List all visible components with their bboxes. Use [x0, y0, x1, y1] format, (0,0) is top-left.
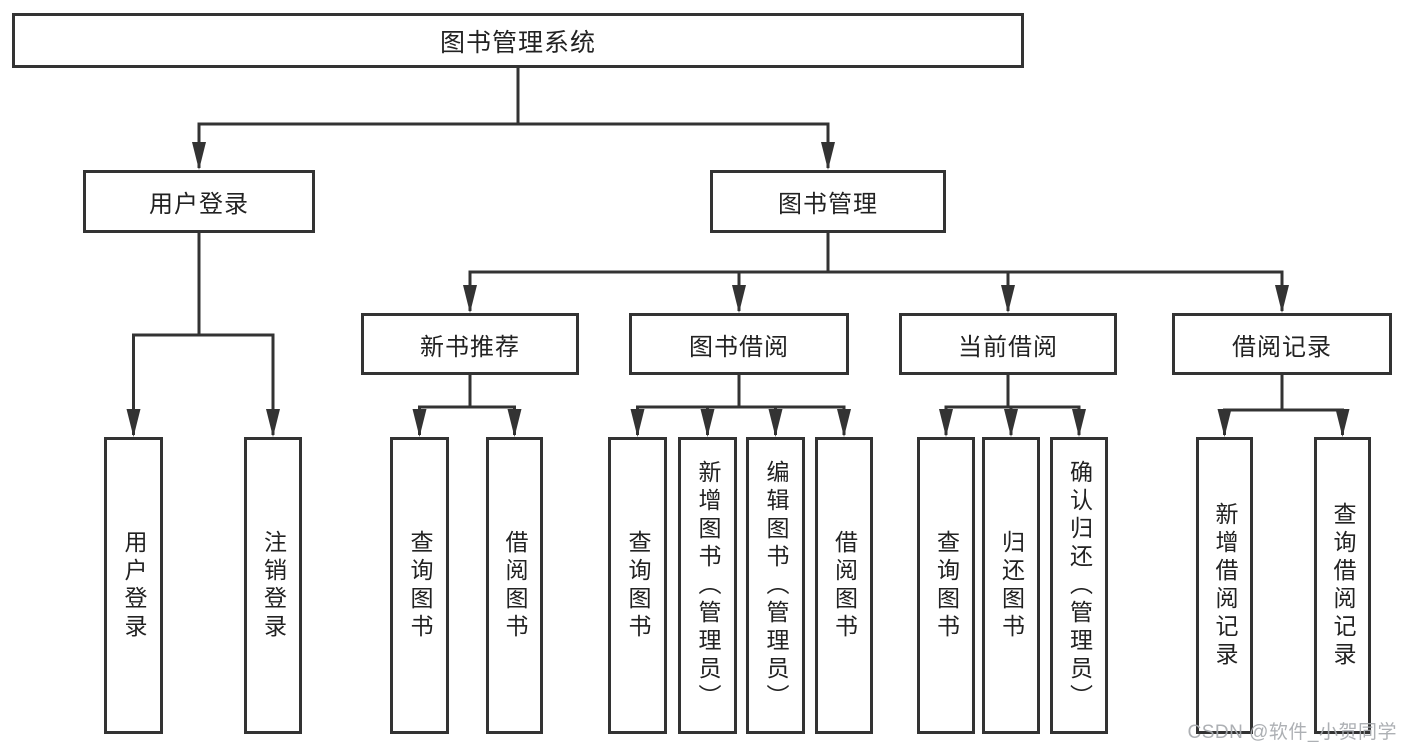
node-borrowing-records: 借阅记录	[1172, 313, 1392, 375]
leaf-borrow-books: 借阅图书	[815, 437, 873, 734]
node-library-management-system: 图书管理系统	[12, 13, 1024, 68]
leaf-query-books-borrowing: 查询图书	[608, 437, 667, 734]
node-user-login: 用户登录	[83, 170, 315, 233]
leaf-return-books: 归还图书	[982, 437, 1040, 734]
node-label: 查询图书	[625, 529, 651, 642]
connector-current-fork	[939, 405, 1086, 437]
node-label: 查询借阅记录	[1330, 501, 1356, 670]
leaf-add-books-admin: 新增图书（管理员）	[678, 437, 737, 734]
connector-user-login-fork	[126, 333, 280, 437]
leaf-user-login: 用户登录	[104, 437, 163, 734]
leaf-query-books-recommend: 查询图书	[390, 437, 449, 734]
node-label: 图书管理	[778, 191, 878, 218]
leaf-query-books-current: 查询图书	[917, 437, 975, 734]
node-label: 查询图书	[933, 529, 960, 642]
node-label: 新增图书（管理员）	[695, 459, 721, 712]
connector-records-fork	[1217, 408, 1350, 437]
node-label: 注销登录	[260, 529, 287, 642]
leaf-query-borrow-record: 查询借阅记录	[1314, 437, 1371, 734]
node-label: 当前借阅	[958, 333, 1058, 361]
node-label: 借阅记录	[1232, 333, 1332, 361]
node-label: 图书借阅	[689, 333, 789, 361]
csdn-watermark: CSDN @软件_小贺同学	[1187, 722, 1397, 743]
node-book-borrowing: 图书借阅	[629, 313, 849, 375]
node-label: 确认归还（管理员）	[1066, 459, 1093, 712]
node-label: 查询图书	[407, 529, 433, 642]
node-label: 借阅图书	[831, 529, 858, 642]
node-label: 新增借阅记录	[1212, 501, 1238, 670]
node-label: 借阅图书	[502, 529, 528, 642]
leaf-borrow-books-recommend: 借阅图书	[486, 437, 543, 734]
leaf-logout: 注销登录	[244, 437, 302, 734]
connector-recommend-fork	[412, 405, 522, 437]
leaf-confirm-return-admin: 确认归还（管理员）	[1050, 437, 1108, 734]
leaf-add-borrow-record: 新增借阅记录	[1196, 437, 1253, 734]
node-label: 用户登录	[149, 191, 249, 218]
connector-borrowing-fork	[630, 405, 851, 437]
node-label: 新书推荐	[420, 333, 520, 361]
node-label: 用户登录	[121, 529, 147, 642]
connector-root-fork	[192, 122, 835, 170]
node-label: 图书管理系统	[439, 28, 596, 57]
node-label: 编辑图书（管理员）	[763, 459, 789, 712]
leaf-edit-books-admin: 编辑图书（管理员）	[746, 437, 805, 734]
node-new-book-recommend: 新书推荐	[361, 313, 579, 375]
node-current-borrowing: 当前借阅	[899, 313, 1117, 375]
node-label: 归还图书	[998, 529, 1025, 642]
connector-book-mgmt-fork	[463, 270, 1289, 313]
node-book-management: 图书管理	[710, 170, 946, 233]
